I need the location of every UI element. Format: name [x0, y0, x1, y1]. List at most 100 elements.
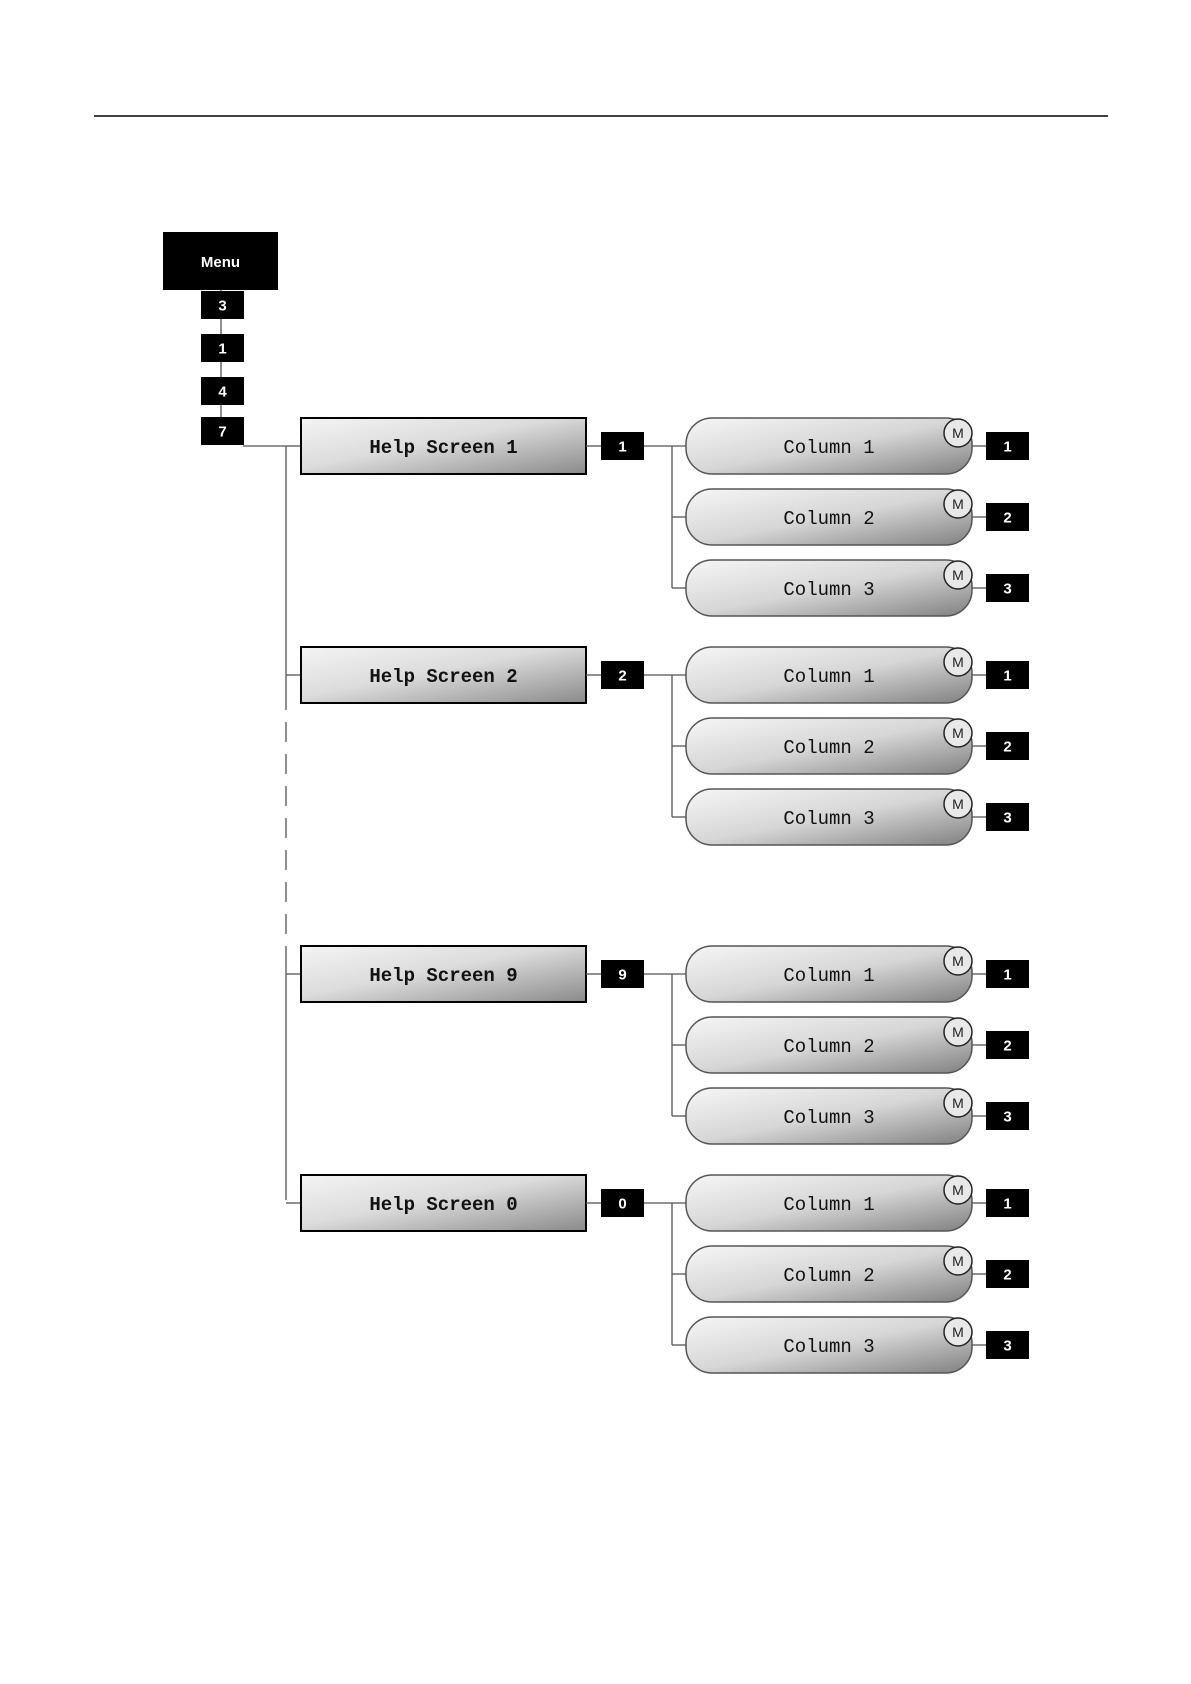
column-key[interactable]: 2 — [986, 503, 1029, 531]
column-node[interactable]: Column 3 M — [686, 1088, 972, 1144]
m-badge-label: M — [952, 1182, 964, 1198]
menu-key-label: 4 — [218, 384, 227, 401]
column-label: Column 2 — [783, 508, 874, 530]
m-badge-label: M — [952, 425, 964, 441]
column-node[interactable]: Column 3 M — [686, 789, 972, 845]
column-key[interactable]: 2 — [986, 1260, 1029, 1288]
column-key[interactable]: 1 — [986, 661, 1029, 689]
m-badge-label: M — [952, 1324, 964, 1340]
column-node[interactable]: Column 1 M — [686, 1175, 972, 1231]
column-key-label: 2 — [1003, 1267, 1011, 1284]
column-node[interactable]: Column 1 M — [686, 946, 972, 1002]
m-badge: M — [944, 1176, 972, 1204]
column-key[interactable]: 3 — [986, 1331, 1029, 1359]
help-screen-box[interactable]: Help Screen 2 — [301, 647, 586, 703]
m-badge: M — [944, 1089, 972, 1117]
help-screen-box[interactable]: Help Screen 1 — [301, 418, 586, 474]
help-screen-key[interactable]: 1 — [601, 432, 644, 460]
column-node[interactable]: Column 2 M — [686, 489, 972, 545]
column-label: Column 2 — [783, 1036, 874, 1058]
m-badge: M — [944, 1247, 972, 1275]
m-badge-label: M — [952, 1095, 964, 1111]
menu-key-label: 1 — [218, 341, 226, 358]
help-screen-key-label: 0 — [618, 1196, 626, 1213]
m-badge: M — [944, 790, 972, 818]
column-node[interactable]: Column 3 M — [686, 560, 972, 616]
m-badge-label: M — [952, 496, 964, 512]
column-node[interactable]: Column 2 M — [686, 1246, 972, 1302]
column-node[interactable]: Column 1 M — [686, 418, 972, 474]
column-label: Column 2 — [783, 1265, 874, 1287]
column-label: Column 1 — [783, 666, 874, 688]
column-label: Column 1 — [783, 965, 874, 987]
help-screen-key-label: 2 — [618, 668, 626, 685]
menu-node[interactable]: Menu — [163, 232, 278, 290]
help-screen-key[interactable]: 9 — [601, 960, 644, 988]
column-key[interactable]: 1 — [986, 960, 1029, 988]
column-key-label: 1 — [1003, 1196, 1011, 1213]
column-label: Column 1 — [783, 437, 874, 459]
key-path: 3 1 4 7 — [201, 291, 244, 445]
help-screen-title: Help Screen 9 — [369, 965, 517, 987]
column-key[interactable]: 3 — [986, 574, 1029, 602]
column-key-label: 3 — [1003, 1109, 1011, 1126]
help-screen-title: Help Screen 0 — [369, 1194, 517, 1216]
m-badge-label: M — [952, 796, 964, 812]
column-key-label: 2 — [1003, 510, 1011, 527]
help-screen-box[interactable]: Help Screen 9 — [301, 946, 586, 1002]
column-label: Column 3 — [783, 1107, 874, 1129]
column-node[interactable]: Column 2 M — [686, 718, 972, 774]
column-key-label: 1 — [1003, 967, 1011, 984]
column-key[interactable]: 1 — [986, 1189, 1029, 1217]
help-screen-key-label: 9 — [618, 967, 626, 984]
column-key[interactable]: 1 — [986, 432, 1029, 460]
m-badge: M — [944, 419, 972, 447]
m-badge: M — [944, 1018, 972, 1046]
menu-key-3[interactable]: 3 — [201, 291, 244, 319]
column-node[interactable]: Column 1 M — [686, 647, 972, 703]
help-screen-key[interactable]: 2 — [601, 661, 644, 689]
column-key-label: 1 — [1003, 439, 1011, 456]
column-key[interactable]: 3 — [986, 1102, 1029, 1130]
help-screen-title: Help Screen 2 — [369, 666, 517, 688]
m-badge-label: M — [952, 1253, 964, 1269]
m-badge: M — [944, 947, 972, 975]
help-screen-key-label: 1 — [618, 439, 626, 456]
column-key-label: 1 — [1003, 668, 1011, 685]
column-label: Column 1 — [783, 1194, 874, 1216]
help-screen-title: Help Screen 1 — [369, 437, 517, 459]
m-badge-label: M — [952, 725, 964, 741]
m-badge-label: M — [952, 1024, 964, 1040]
menu-key-label: 3 — [218, 298, 226, 315]
column-label: Column 3 — [783, 808, 874, 830]
column-key[interactable]: 2 — [986, 1031, 1029, 1059]
column-label: Column 3 — [783, 1336, 874, 1358]
m-badge-label: M — [952, 567, 964, 583]
column-key-label: 3 — [1003, 1338, 1011, 1355]
menu-key-4[interactable]: 4 — [201, 377, 244, 405]
column-label: Column 2 — [783, 737, 874, 759]
m-badge: M — [944, 490, 972, 518]
m-badge-label: M — [952, 953, 964, 969]
m-badge: M — [944, 561, 972, 589]
menu-label: Menu — [201, 254, 240, 271]
column-key-label: 3 — [1003, 810, 1011, 827]
menu-key-1[interactable]: 1 — [201, 334, 244, 362]
column-node[interactable]: Column 3 M — [686, 1317, 972, 1373]
help-screen-key[interactable]: 0 — [601, 1189, 644, 1217]
column-node[interactable]: Column 2 M — [686, 1017, 972, 1073]
column-key[interactable]: 3 — [986, 803, 1029, 831]
m-badge: M — [944, 648, 972, 676]
m-badge: M — [944, 1318, 972, 1346]
column-key-label: 2 — [1003, 739, 1011, 756]
menu-key-7[interactable]: 7 — [201, 417, 244, 445]
column-key[interactable]: 2 — [986, 732, 1029, 760]
column-label: Column 3 — [783, 579, 874, 601]
column-key-label: 3 — [1003, 581, 1011, 598]
help-screen-box[interactable]: Help Screen 0 — [301, 1175, 586, 1231]
